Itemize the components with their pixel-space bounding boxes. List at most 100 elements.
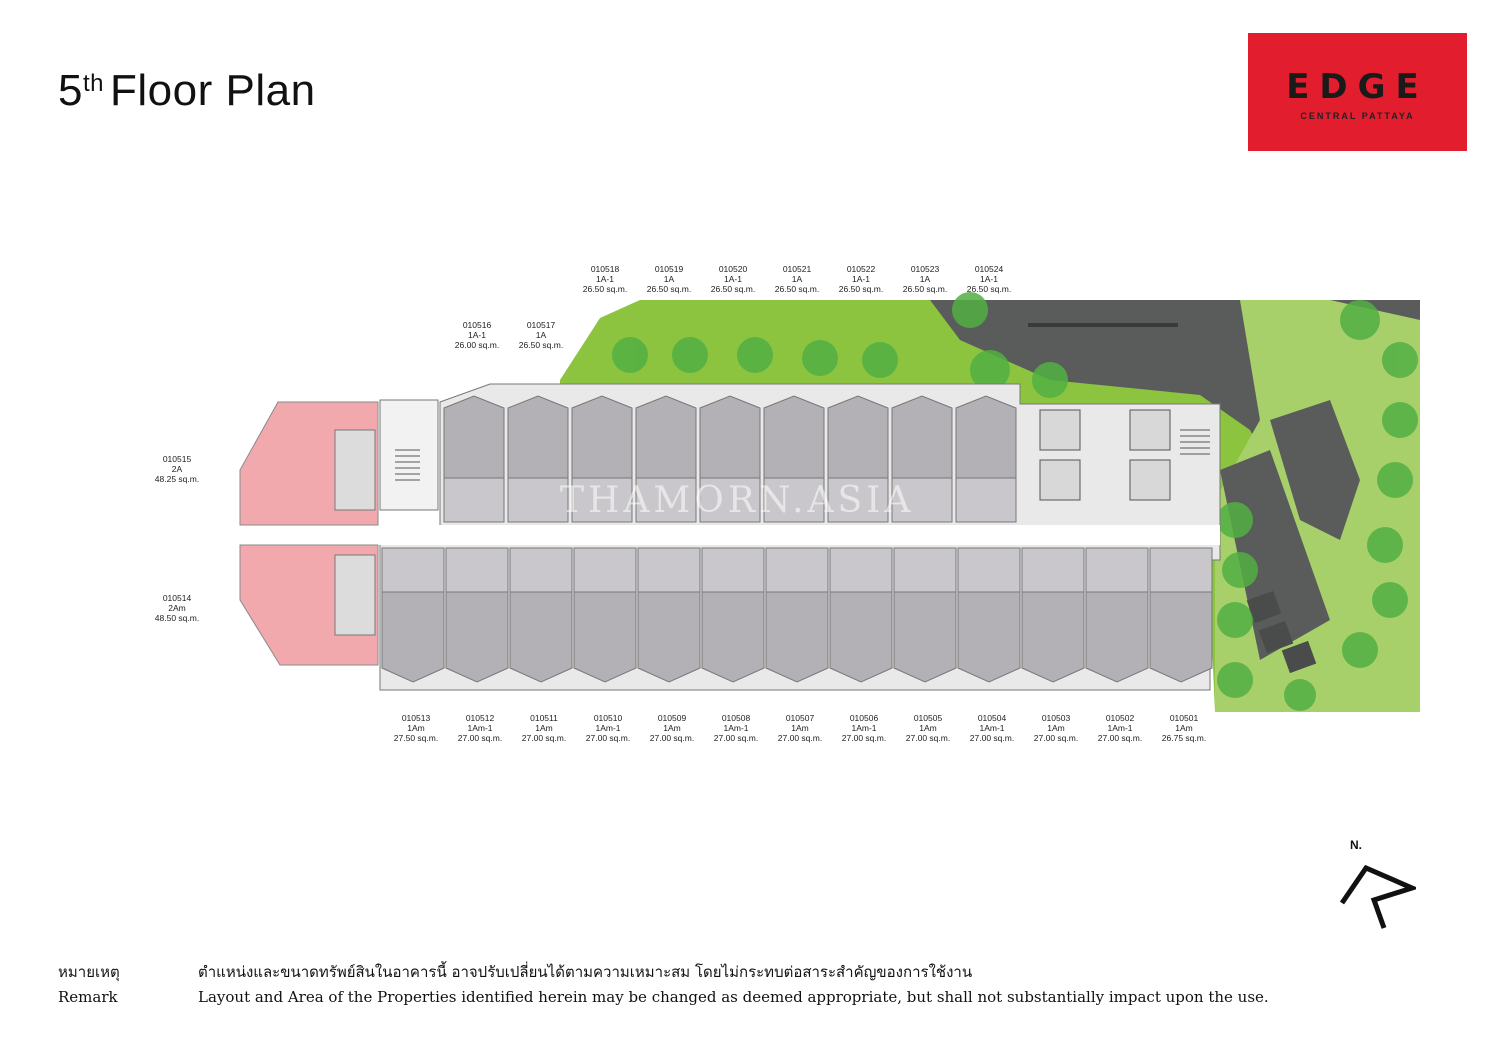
- unit-shape: [381, 591, 445, 683]
- unit-bath: [1149, 547, 1213, 593]
- unit-area: 27.00 sq.m.: [521, 733, 567, 743]
- unit-bath: [891, 477, 953, 523]
- unit-type: 1Am-1: [979, 723, 1005, 733]
- logo-brand: EDGE: [1286, 67, 1429, 107]
- unit-area: 48.50 sq.m.: [154, 613, 200, 623]
- unit-area: 26.50 sq.m.: [582, 284, 628, 294]
- unit-id: 010510: [593, 713, 623, 723]
- unit-id: 010522: [846, 264, 876, 274]
- unit-type: 2Am: [168, 603, 186, 613]
- unit-shape: [509, 591, 573, 683]
- north-arrow: N.: [1336, 838, 1420, 938]
- unit-id: 010508: [721, 713, 751, 723]
- unit-type: 1Am: [1047, 723, 1065, 733]
- unit-area: 27.00 sq.m.: [841, 733, 887, 743]
- unit-shape: [445, 591, 509, 683]
- unit-shape: [1021, 591, 1085, 683]
- unit-shape: [957, 591, 1021, 683]
- unit-area: 27.00 sq.m.: [457, 733, 503, 743]
- unit-bath: [637, 547, 701, 593]
- unit-shape: [701, 591, 765, 683]
- unit-type: 1Am-1: [467, 723, 493, 733]
- unit-type: 2A: [171, 464, 183, 474]
- unit-bath: [957, 547, 1021, 593]
- unit-area: 26.50 sq.m.: [966, 284, 1012, 294]
- unit-bath: [571, 477, 633, 523]
- unit-area: 26.50 sq.m.: [902, 284, 948, 294]
- unit-shape: [573, 591, 637, 683]
- unit-id: 010513: [401, 713, 431, 723]
- unit-bath: [955, 477, 1017, 523]
- unit-shape: [699, 395, 761, 479]
- unit-id: 010503: [1041, 713, 1071, 723]
- unit-id: 010524: [974, 264, 1004, 274]
- unit-id: 010512: [465, 713, 495, 723]
- unit-area: 27.00 sq.m.: [777, 733, 823, 743]
- unit-area: 27.00 sq.m.: [585, 733, 631, 743]
- unit-type: 1Am-1: [595, 723, 621, 733]
- unit-type: 1Am: [535, 723, 553, 733]
- unit-shape: [1085, 591, 1149, 683]
- unit-type: 1Am-1: [1107, 723, 1133, 733]
- bottom-unit-row: [381, 547, 1213, 683]
- garden-area: [560, 292, 1420, 712]
- unit-area: 26.75 sq.m.: [1161, 733, 1207, 743]
- unit-id: 010515: [162, 454, 192, 464]
- unit-bath: [765, 547, 829, 593]
- brand-logo: EDGE CENTRAL PATTAYA: [1248, 33, 1467, 151]
- unit-shape: [827, 395, 889, 479]
- unit-shape: [955, 395, 1017, 479]
- unit-bath: [829, 547, 893, 593]
- unit-bath: [573, 547, 637, 593]
- unit-type: 1Am: [791, 723, 809, 733]
- unit-id: 010520: [718, 264, 748, 274]
- two-bed-units: [239, 401, 379, 666]
- unit-bath: [763, 477, 825, 523]
- unit-area: 26.50 sq.m.: [710, 284, 756, 294]
- unit-id: 010521: [782, 264, 812, 274]
- unit-shape: [637, 591, 701, 683]
- unit-area: 48.25 sq.m.: [154, 474, 200, 484]
- unit-id: 010502: [1105, 713, 1135, 723]
- unit-bath: [893, 547, 957, 593]
- unit-area: 27.00 sq.m.: [905, 733, 951, 743]
- core-area: [379, 399, 1210, 511]
- unit-bath: [381, 547, 445, 593]
- unit-bath: [701, 547, 765, 593]
- unit-id: 010507: [785, 713, 815, 723]
- unit-id: 010518: [590, 264, 620, 274]
- unit-id: 010504: [977, 713, 1007, 723]
- unit-id: 010509: [657, 713, 687, 723]
- unit-area: 26.00 sq.m.: [454, 340, 500, 350]
- unit-area: 26.50 sq.m.: [838, 284, 884, 294]
- unit-type: 1A-1: [724, 274, 742, 284]
- logo-subtitle: CENTRAL PATTAYA: [1300, 111, 1415, 121]
- unit-area: 27.00 sq.m.: [1097, 733, 1143, 743]
- unit-shape: [1149, 591, 1213, 683]
- unit-type: 1A: [791, 274, 803, 284]
- unit-shape: [893, 591, 957, 683]
- unit-id: 010511: [530, 713, 558, 723]
- unit-type: 1A-1: [468, 330, 486, 340]
- unit-area: 27.00 sq.m.: [713, 733, 759, 743]
